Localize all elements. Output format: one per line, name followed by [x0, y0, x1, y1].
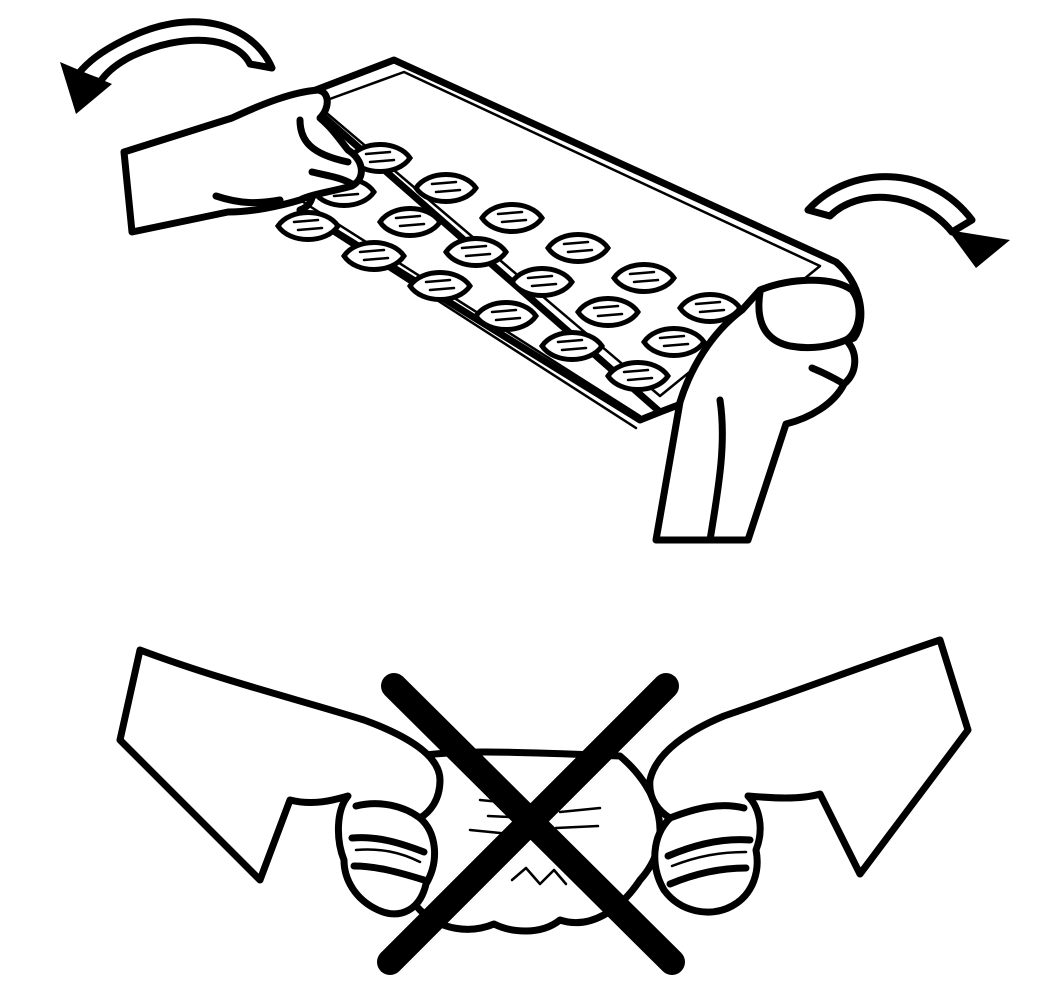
ice-cube [344, 243, 404, 270]
ice-cube [416, 175, 476, 202]
ice-cube [482, 205, 542, 232]
ice-cube [512, 269, 572, 296]
correct-method-panel [60, 22, 1010, 540]
ice-cube [380, 209, 440, 236]
twist-arrow-right-icon [808, 177, 1010, 268]
ice-cube [446, 239, 506, 266]
ice-cube [542, 333, 602, 360]
ice-cube [410, 273, 470, 300]
ice-cube [608, 363, 668, 390]
ice-cube [644, 329, 704, 356]
ice-cube [614, 265, 674, 292]
left-hand [124, 90, 361, 232]
ice-cube [476, 303, 536, 330]
ice-cube [578, 299, 638, 326]
incorrect-method-panel [120, 640, 968, 962]
ice-cube [278, 213, 338, 240]
right-fist [650, 640, 968, 912]
ice-cube [548, 235, 608, 262]
twist-arrow-left-icon [60, 22, 272, 114]
